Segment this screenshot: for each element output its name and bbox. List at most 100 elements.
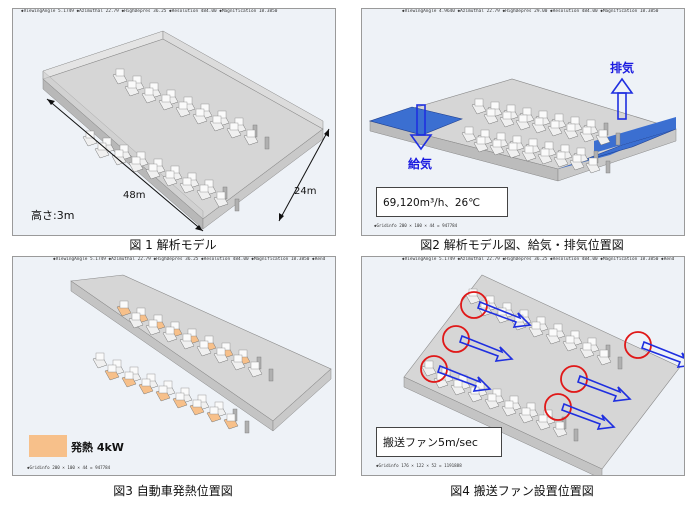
car-roof	[199, 340, 209, 349]
car-roof	[528, 138, 538, 147]
car-roof	[148, 163, 158, 172]
car-roof	[229, 122, 239, 131]
car-roof	[233, 354, 243, 363]
car-roof	[112, 359, 122, 368]
car-roof	[506, 104, 516, 113]
car-roof	[163, 380, 173, 389]
car-roof	[543, 409, 553, 418]
car-roof	[129, 366, 139, 375]
car-roof	[178, 101, 188, 110]
car-roof	[141, 378, 151, 387]
car-roof	[502, 302, 512, 311]
figure-4-caption: 図4 搬送ファン設置位置図	[450, 484, 594, 498]
flow-note: 69,120m³/h、26℃	[376, 187, 508, 217]
figure-2-panel: ◆ViewingAngle 4.9640 ◆Azimuthal 22.79 ◆H…	[361, 8, 685, 236]
car-roof	[212, 115, 222, 124]
car-roof	[199, 184, 209, 193]
car-roof	[490, 101, 500, 110]
car-grid	[461, 98, 621, 174]
car-roof	[234, 117, 244, 126]
car-roof	[149, 82, 159, 91]
figure-4-panel: ◆ViewingAngle 5.1749 ◆Azimuthal 22.79 ◆H…	[361, 256, 685, 476]
car-roof	[486, 108, 496, 117]
car-roof	[187, 328, 197, 337]
car-roof	[538, 414, 548, 423]
car-roof	[226, 413, 236, 422]
car-roof	[492, 388, 502, 397]
fan-legend: 搬送ファン5m/sec	[376, 427, 502, 457]
car-roof	[534, 117, 544, 126]
car-roof	[496, 132, 506, 141]
car-roof	[170, 321, 180, 330]
car-roof	[183, 96, 193, 105]
car-roof	[476, 136, 486, 145]
car-roof	[200, 103, 210, 112]
status-bar: ◆ViewingAngle 5.1749 ◆Azimuthal 22.79 ◆H…	[21, 9, 278, 14]
car-roof	[153, 158, 163, 167]
pillar	[615, 132, 621, 146]
status-bar: ◆ViewingAngle 4.9640 ◆Azimuthal 22.79 ◆H…	[402, 9, 659, 14]
car-roof	[238, 349, 248, 358]
grid-info: ◆Gridinfo 200 × 100 × 44 = 947784	[27, 465, 111, 470]
pillar	[617, 356, 623, 370]
car-roof	[153, 314, 163, 323]
car-roof	[492, 139, 502, 148]
car-roof	[502, 111, 512, 120]
car-roof	[588, 157, 598, 166]
car-roof	[250, 361, 260, 370]
car-roof	[115, 68, 125, 77]
car-roof	[204, 179, 214, 188]
car-roof	[586, 119, 596, 128]
car-roof	[424, 360, 434, 369]
car-roof	[166, 89, 176, 98]
car-roof	[570, 330, 580, 339]
pillar	[573, 428, 579, 442]
car-roof	[175, 392, 185, 401]
status-bar: ◆ViewingAngle 5.1749 ◆Azimuthal 22.79 ◆H…	[402, 257, 675, 262]
car-roof	[131, 156, 141, 165]
car-roof	[97, 142, 107, 151]
car-roof	[556, 151, 566, 160]
car-roof	[538, 110, 548, 119]
car-roof	[508, 142, 518, 151]
car-roof	[146, 373, 156, 382]
car-roof	[572, 154, 582, 163]
pillar	[234, 198, 240, 212]
heat-source-render	[70, 274, 332, 434]
car-roof	[144, 87, 154, 96]
car-roof	[170, 165, 180, 174]
figure-1-panel: ◆ViewingAngle 5.1749 ◆Azimuthal 22.79 ◆H…	[12, 8, 336, 236]
car-roof	[480, 129, 490, 138]
car-roof	[487, 393, 497, 402]
car-roof	[536, 316, 546, 325]
exhaust-label: 排気	[610, 61, 635, 75]
parking-model-render	[42, 30, 330, 232]
car-roof	[132, 75, 142, 84]
car-roof	[553, 323, 563, 332]
car-roof	[526, 402, 536, 411]
height-note: 高さ:3m	[31, 209, 75, 222]
car-roof	[504, 400, 514, 409]
fan-flow-arrow	[436, 364, 492, 392]
car-roof	[582, 126, 592, 135]
car-roof	[182, 177, 192, 186]
car-roof	[521, 407, 531, 416]
car-roof	[182, 333, 192, 342]
car-roof	[158, 385, 168, 394]
grid-info: ◆Gridinfo 200 × 100 × 44 = 947784	[374, 223, 458, 228]
car-roof	[214, 401, 224, 410]
car-roof	[204, 335, 214, 344]
car-roof	[540, 148, 550, 157]
parking-model-render	[368, 77, 677, 182]
car-roof	[522, 107, 532, 116]
car-roof	[216, 347, 226, 356]
car-roof	[598, 129, 608, 138]
car-roof	[107, 364, 117, 373]
car-grid	[92, 300, 274, 434]
car-roof	[136, 151, 146, 160]
car-roof	[161, 94, 171, 103]
car-roof	[560, 144, 570, 153]
fan-flow-arrow	[476, 300, 532, 328]
car-roof	[209, 406, 219, 415]
car-roof	[127, 80, 137, 89]
